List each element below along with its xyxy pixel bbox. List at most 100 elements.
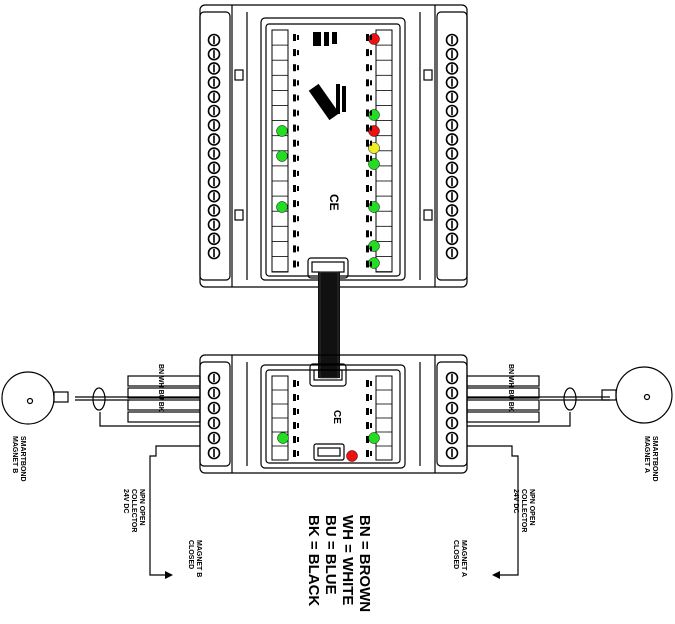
screw-terminal — [445, 62, 459, 75]
terminal-marking — [293, 49, 296, 57]
label-magnet-a: SMARTBOND MAGNET A — [642, 436, 658, 482]
expansion-unit — [199, 354, 468, 474]
main-unit-leds — [276, 33, 380, 269]
closed-b-line2: CLOSED — [187, 540, 194, 570]
left-wires — [75, 375, 201, 576]
terminal-marking — [366, 124, 369, 132]
terminal-marking — [370, 50, 372, 56]
terminal-marking — [366, 34, 369, 41]
terminal-marking — [293, 260, 296, 268]
terminal-marking — [370, 95, 372, 101]
main-inner-rows — [272, 29, 392, 273]
terminal-marking — [366, 94, 369, 102]
green-led-indicator — [368, 432, 380, 444]
screw-terminal — [207, 90, 221, 104]
npn-left-line2: COLLECTOR — [130, 489, 137, 533]
terminal-marking — [370, 409, 372, 414]
terminal-marking — [297, 155, 299, 161]
screw-terminal — [207, 147, 221, 160]
terminal-marking — [297, 423, 299, 428]
terminal-marking — [366, 380, 369, 387]
right-wires — [466, 375, 610, 576]
screw-terminal — [207, 33, 221, 47]
closed-a-line1: MAGNET A — [460, 540, 467, 578]
arrow-magnet-a-closed — [492, 571, 500, 579]
screw-terminal — [207, 431, 221, 445]
terminal-marking — [293, 450, 296, 457]
screw-terminal — [207, 161, 221, 175]
screw-terminal — [445, 76, 459, 89]
red-led-indicator — [346, 450, 358, 462]
screw-terminal — [445, 204, 459, 217]
screw-terminal — [207, 175, 221, 189]
screw-terminal — [445, 33, 459, 47]
screw-terminal — [445, 118, 459, 132]
terminal-marking — [297, 186, 299, 191]
terminal-marking — [297, 437, 299, 442]
terminal-marking — [297, 451, 299, 456]
terminal-marking — [370, 451, 372, 456]
terminal-marking — [297, 125, 299, 131]
screw-terminal — [207, 76, 221, 89]
terminal-marking — [297, 246, 299, 252]
terminal-marking — [370, 381, 372, 386]
magnet-a-line1: SMARTBOND — [651, 436, 658, 482]
terminal-marking — [370, 423, 372, 428]
terminal-marking — [366, 154, 369, 162]
arrow-magnet-b-closed — [165, 571, 173, 579]
terminal-marking — [297, 110, 299, 116]
ce-mark-main: CE — [327, 194, 341, 211]
terminal-marking — [366, 450, 369, 457]
terminal-marking — [293, 169, 296, 177]
terminal-marking — [297, 409, 299, 414]
screw-terminal — [445, 47, 459, 61]
terminal-marking — [366, 139, 369, 147]
screw-terminal — [445, 371, 459, 385]
terminal-marking — [366, 109, 369, 117]
npn-right-line3: 24V DC — [512, 489, 519, 514]
green-led-indicator — [368, 158, 380, 170]
screw-terminal — [207, 446, 221, 460]
screw-terminal — [207, 246, 221, 260]
legend-wh: WH = WHITE — [339, 515, 356, 606]
terminal-marking — [293, 34, 296, 41]
main-left-terminals — [207, 33, 221, 260]
screw-terminal — [207, 189, 221, 203]
terminal-marking — [297, 80, 299, 86]
screw-terminal — [445, 189, 459, 203]
terminal-marking — [366, 79, 369, 87]
terminal-marking — [366, 64, 369, 72]
green-led-indicator — [276, 150, 288, 162]
screw-terminal — [207, 416, 221, 430]
label-wire-colors-right: BN WH BU BK — [506, 364, 514, 412]
terminal-marking — [297, 201, 299, 207]
terminal-marking — [366, 215, 369, 223]
magnet-a — [601, 366, 673, 424]
terminal-marking — [366, 436, 369, 443]
terminal-marking — [293, 185, 296, 192]
expansion-unit-leds — [277, 432, 380, 462]
screw-terminal — [207, 118, 221, 132]
terminal-marking — [366, 394, 369, 401]
terminal-marking — [366, 169, 369, 177]
terminal-marking — [297, 170, 299, 176]
terminal-marking — [293, 64, 296, 72]
terminal-marking — [366, 260, 369, 268]
terminal-marking — [293, 154, 296, 162]
screw-terminal — [445, 161, 459, 175]
terminal-marking — [297, 95, 299, 101]
screw-terminal — [445, 416, 459, 430]
terminal-marking — [370, 80, 372, 86]
legend-bu: BU = BLUE — [322, 515, 339, 595]
terminal-marking — [293, 200, 296, 208]
terminal-marking — [293, 230, 296, 238]
npn-right-line1: NPN OPEN — [528, 489, 535, 526]
screw-terminal — [445, 232, 459, 246]
terminal-marking — [366, 185, 369, 192]
terminal-marking — [370, 65, 372, 71]
closed-a-line2: CLOSED — [452, 540, 459, 570]
expansion-right-terminals — [445, 371, 459, 460]
main-terminal-markings — [293, 34, 372, 268]
terminal-marking — [297, 381, 299, 386]
terminal-marking — [366, 422, 369, 429]
